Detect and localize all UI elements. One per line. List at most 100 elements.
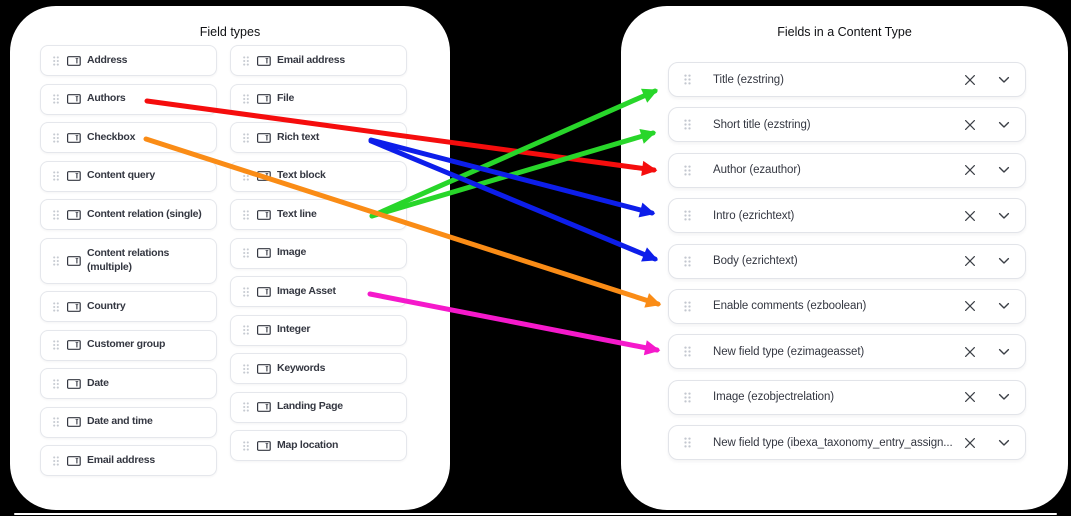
- drag-handle-icon[interactable]: [242, 209, 250, 221]
- remove-field-button[interactable]: [962, 389, 978, 405]
- chevron-down-icon: [998, 348, 1010, 355]
- expand-field-button[interactable]: [996, 162, 1012, 178]
- input-field-icon: [257, 55, 271, 66]
- expand-field-button[interactable]: [996, 389, 1012, 405]
- remove-field-button[interactable]: [962, 253, 978, 269]
- drag-handle-icon[interactable]: [242, 363, 250, 375]
- field-type-label: Date: [87, 376, 109, 389]
- drag-handle-icon[interactable]: [683, 436, 692, 449]
- chevron-down-icon: [998, 167, 1010, 173]
- field-type-label: Text line: [277, 207, 317, 220]
- content-field-row[interactable]: New field type (ibexa_taxonomy_entry_ass…: [668, 425, 1026, 461]
- content-field-row[interactable]: Author (ezauthor): [668, 152, 1026, 188]
- content-field-label: Author (ezauthor): [713, 164, 801, 177]
- close-icon: [965, 256, 975, 267]
- field-type-card[interactable]: Text block: [230, 160, 407, 192]
- drag-handle-icon[interactable]: [52, 416, 60, 428]
- field-type-card[interactable]: Authors: [40, 83, 217, 115]
- input-field-icon: [257, 171, 271, 181]
- remove-field-button[interactable]: [962, 298, 978, 314]
- field-type-card[interactable]: File: [230, 83, 407, 115]
- field-type-card[interactable]: Content query: [40, 160, 217, 192]
- field-type-card[interactable]: Email address: [230, 45, 407, 76]
- input-field-icon: [67, 209, 81, 220]
- close-icon: [965, 392, 975, 403]
- expand-field-button[interactable]: [996, 253, 1012, 269]
- drag-handle-icon[interactable]: [52, 93, 60, 105]
- drag-handle-icon[interactable]: [242, 401, 250, 413]
- expand-field-button[interactable]: [996, 298, 1012, 314]
- field-type-card[interactable]: Image: [230, 237, 407, 269]
- expand-field-button[interactable]: [996, 344, 1012, 360]
- drag-handle-icon[interactable]: [52, 132, 60, 144]
- content-field-row[interactable]: Short title (ezstring): [668, 107, 1026, 143]
- remove-field-button[interactable]: [962, 72, 978, 88]
- input-field-icon: [67, 301, 81, 312]
- field-type-card[interactable]: Keywords: [230, 353, 407, 384]
- content-field-row[interactable]: Enable comments (ezboolean): [668, 288, 1026, 324]
- drag-handle-icon[interactable]: [242, 247, 250, 259]
- remove-field-button[interactable]: [962, 208, 978, 224]
- drag-handle-icon[interactable]: [52, 378, 60, 390]
- drag-handle-icon[interactable]: [683, 73, 692, 86]
- drag-handle-icon[interactable]: [52, 301, 60, 313]
- content-field-row[interactable]: Body (ezrichtext): [668, 243, 1026, 279]
- field-type-card[interactable]: Text line: [230, 199, 407, 230]
- close-icon: [965, 301, 975, 312]
- field-type-card[interactable]: Customer group: [40, 329, 217, 361]
- input-field-icon: [257, 94, 271, 104]
- drag-handle-icon[interactable]: [242, 170, 250, 182]
- drag-handle-icon[interactable]: [683, 345, 692, 358]
- field-type-card[interactable]: Checkbox: [40, 122, 217, 153]
- remove-field-button[interactable]: [962, 162, 978, 178]
- content-field-row[interactable]: Intro (ezrichtext): [668, 198, 1026, 234]
- expand-field-button[interactable]: [996, 435, 1012, 451]
- content-field-row[interactable]: Title (ezstring): [668, 62, 1026, 97]
- input-field-icon: [257, 363, 271, 374]
- drag-handle-icon[interactable]: [242, 324, 250, 336]
- field-type-label: Content relations (multiple): [87, 246, 170, 273]
- content-field-row[interactable]: Image (ezobjectrelation): [668, 379, 1026, 415]
- content-field-label: Title (ezstring): [713, 73, 784, 86]
- field-type-label: Customer group: [87, 338, 166, 351]
- drag-handle-icon[interactable]: [52, 339, 60, 351]
- drag-handle-icon[interactable]: [242, 55, 250, 67]
- expand-field-button[interactable]: [996, 117, 1012, 133]
- remove-field-button[interactable]: [962, 344, 978, 360]
- drag-handle-icon[interactable]: [683, 300, 692, 313]
- field-type-card[interactable]: Content relation (single): [40, 199, 217, 230]
- field-type-card[interactable]: Content relations (multiple): [40, 237, 217, 284]
- field-type-card[interactable]: Landing Page: [230, 391, 407, 423]
- field-type-card[interactable]: Country: [40, 291, 217, 322]
- drag-handle-icon[interactable]: [683, 209, 692, 222]
- drag-handle-icon[interactable]: [683, 391, 692, 404]
- drag-handle-icon[interactable]: [683, 164, 692, 177]
- drag-handle-icon[interactable]: [52, 170, 60, 182]
- drag-handle-icon[interactable]: [242, 440, 250, 452]
- field-type-card[interactable]: Date: [40, 368, 217, 399]
- drag-handle-icon[interactable]: [683, 118, 692, 131]
- field-type-card[interactable]: Email address: [40, 445, 217, 476]
- field-type-card[interactable]: Map location: [230, 430, 407, 461]
- drag-handle-icon[interactable]: [52, 455, 60, 467]
- remove-field-button[interactable]: [962, 435, 978, 451]
- field-type-card[interactable]: Rich text: [230, 122, 407, 153]
- drag-handle-icon[interactable]: [242, 93, 250, 105]
- field-type-card[interactable]: Address: [40, 45, 217, 76]
- remove-field-button[interactable]: [962, 117, 978, 133]
- drag-handle-icon[interactable]: [52, 55, 60, 67]
- drag-handle-icon[interactable]: [52, 209, 60, 221]
- drag-handle-icon[interactable]: [242, 286, 250, 298]
- field-type-card[interactable]: Date and time: [40, 406, 217, 438]
- content-field-row[interactable]: New field type (ezimageasset): [668, 334, 1026, 370]
- field-type-label: Address: [87, 53, 128, 66]
- input-field-icon: [257, 402, 271, 412]
- expand-field-button[interactable]: [996, 208, 1012, 224]
- content-type-title: Fields in a Content Type: [777, 25, 912, 39]
- drag-handle-icon[interactable]: [683, 255, 692, 268]
- field-type-card[interactable]: Image Asset: [230, 276, 407, 307]
- drag-handle-icon[interactable]: [52, 255, 60, 267]
- drag-handle-icon[interactable]: [242, 132, 250, 144]
- field-type-card[interactable]: Integer: [230, 314, 407, 346]
- expand-field-button[interactable]: [996, 72, 1012, 88]
